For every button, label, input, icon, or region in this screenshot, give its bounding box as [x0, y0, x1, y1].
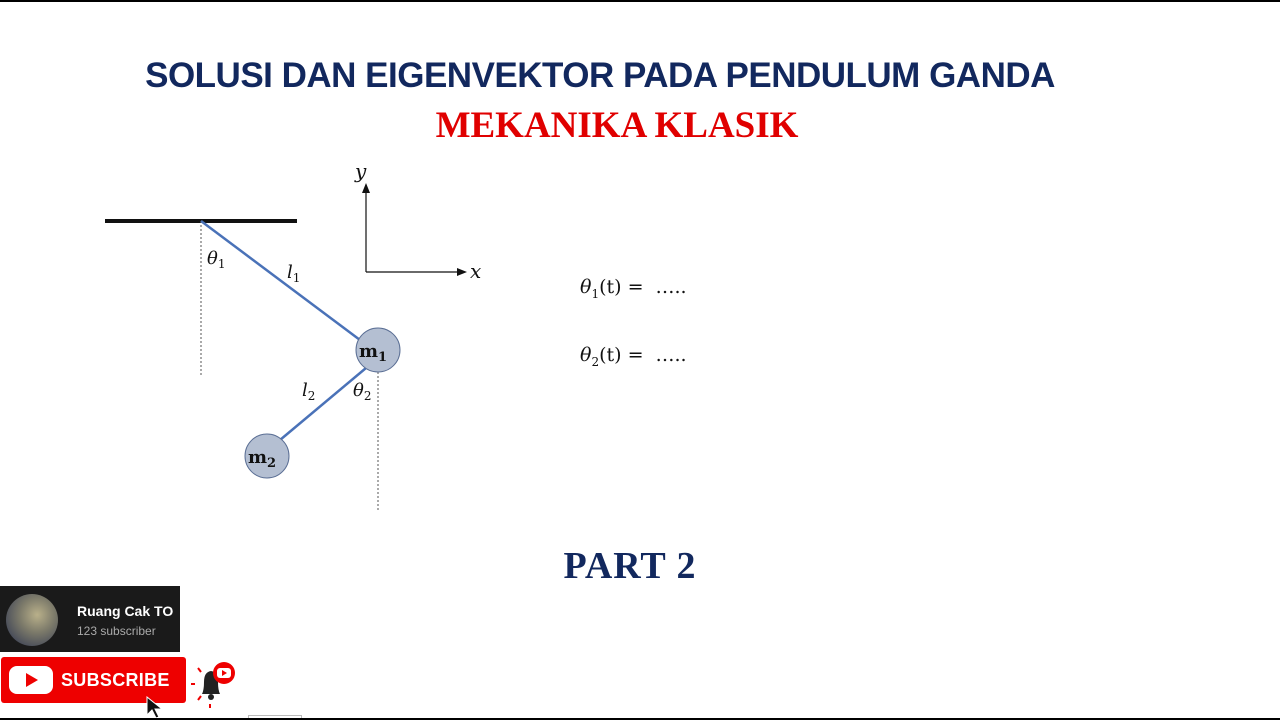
rod-2 — [279, 367, 367, 441]
part-label: PART 2 — [563, 545, 697, 587]
subscribe-label: SUBSCRIBE — [61, 670, 170, 690]
subscriber-count: 123 subscriber — [77, 624, 156, 638]
x-axis-label: x — [470, 259, 481, 283]
slide-title: SOLUSI DAN EIGENVEKTOR PADA PENDULUM GAN… — [145, 56, 1055, 95]
mouse-cursor-icon — [146, 696, 164, 719]
frame-bottom-border — [0, 718, 1280, 720]
l2-label: l2 — [302, 380, 315, 403]
y-axis-label: y — [354, 159, 367, 183]
theta1-label: θ1 — [207, 248, 225, 271]
bell-icon[interactable] — [190, 660, 242, 708]
tab-stub — [248, 715, 302, 720]
channel-name[interactable]: Ruang Cak TO — [77, 603, 174, 619]
equation-symbol: θ — [580, 276, 592, 298]
equation-value: ….. — [655, 276, 687, 298]
rod-1 — [200, 219, 361, 342]
equation-theta1: θ1(t) = ….. — [580, 276, 687, 301]
equation-argument: (t) = — [599, 276, 644, 298]
subscribe-button[interactable]: SUBSCRIBE — [1, 657, 186, 703]
l1-label: l1 — [287, 262, 300, 285]
y-axis-arrow-icon — [362, 183, 370, 193]
mass1-label: m1 — [359, 341, 387, 365]
theta2-label: θ2 — [353, 380, 371, 403]
equation-theta2: θ2(t) = ….. — [580, 344, 687, 369]
mass-2 — [244, 433, 290, 479]
frame-top-border — [0, 0, 1280, 2]
x-axis-arrow-icon — [457, 268, 467, 276]
channel-card[interactable]: Ruang Cak TO 123 subscriber — [0, 586, 180, 652]
equation-symbol: θ — [580, 344, 592, 366]
slide-subtitle: MEKANIKA KLASIK — [435, 105, 799, 146]
mass-1 — [355, 327, 401, 373]
equation-subscript: 1 — [591, 286, 600, 301]
youtube-play-icon — [9, 666, 53, 694]
channel-avatar[interactable] — [6, 594, 58, 646]
equation-subscript: 2 — [591, 354, 600, 369]
mass2-label: m2 — [248, 447, 276, 471]
equation-value: ….. — [655, 344, 687, 366]
equation-argument: (t) = — [599, 344, 644, 366]
